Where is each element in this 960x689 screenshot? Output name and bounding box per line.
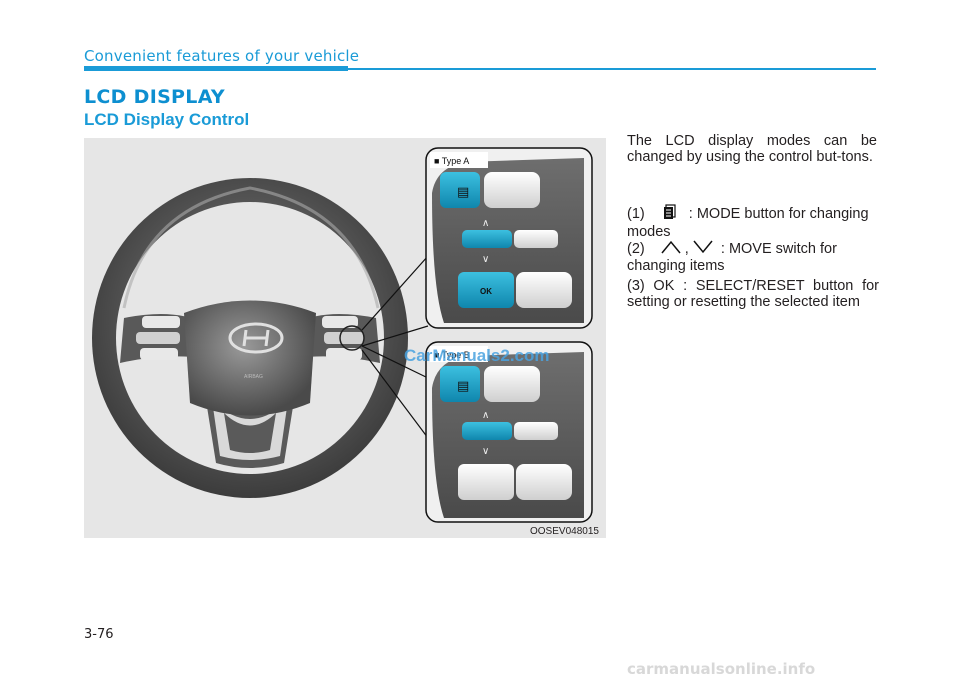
svg-text:AIRBAG: AIRBAG [244, 374, 263, 380]
footer-watermark: carmanualsonline.info [627, 660, 816, 678]
item1-prefix: (1) [627, 205, 645, 222]
ok-button-b [458, 464, 514, 500]
chevron-down-icon [693, 240, 713, 258]
move-switch-a [462, 230, 512, 248]
mode-button-b [440, 366, 480, 402]
item-mode: (1) : MODE button for changing modes [627, 204, 879, 240]
svg-text:▤: ▤ [457, 185, 469, 200]
inset-b-label: ■ Type B [434, 350, 470, 360]
svg-text:∧: ∧ [482, 218, 489, 229]
chevron-up-icon [661, 240, 681, 258]
intro-paragraph: The LCD display modes can be changed by … [627, 133, 877, 165]
page-number: 3-76 [84, 627, 114, 642]
brand-logo [228, 322, 284, 354]
steering-wheel-illustration: AIRBAG ▤ ∧ ∨ OK ■ Type A ▤ [92, 147, 593, 523]
svg-text:∨: ∨ [482, 254, 489, 265]
figure-code: OOSEV048015 [530, 526, 599, 537]
mode-button-a [440, 172, 480, 208]
header-title: Convenient features of your vehicle [84, 47, 360, 65]
svg-text:∨: ∨ [482, 446, 489, 457]
section-title: LCD DISPLAY [84, 86, 225, 108]
item1-text: : MODE button for changing modes [627, 205, 869, 240]
header-rule-thin [348, 68, 876, 70]
airbag-hub [184, 300, 316, 416]
item-move: (2) , : MOVE switch for changing items [627, 240, 879, 274]
item2-sep: , [684, 240, 689, 257]
svg-text:▤: ▤ [457, 379, 469, 394]
item2-prefix: (2) [627, 240, 645, 257]
item-select-reset: (3) OK : SELECT/RESET button for setting… [627, 278, 879, 310]
ok-button-a [458, 272, 514, 308]
move-switch-b [462, 422, 512, 440]
subsection-title: LCD Display Control [84, 110, 250, 129]
steering-wheel-figure: AIRBAG ▤ ∧ ∨ OK ■ Type A ▤ [84, 138, 606, 538]
ok-label: OK [480, 287, 492, 296]
watermark: CarManuals2.com [404, 346, 550, 365]
header-rule [84, 66, 348, 71]
item2-text: : MOVE switch for changing items [627, 240, 837, 274]
svg-text:∧: ∧ [482, 410, 489, 421]
mode-icon [663, 204, 677, 224]
inset-a-label: ■ Type A [434, 156, 469, 166]
